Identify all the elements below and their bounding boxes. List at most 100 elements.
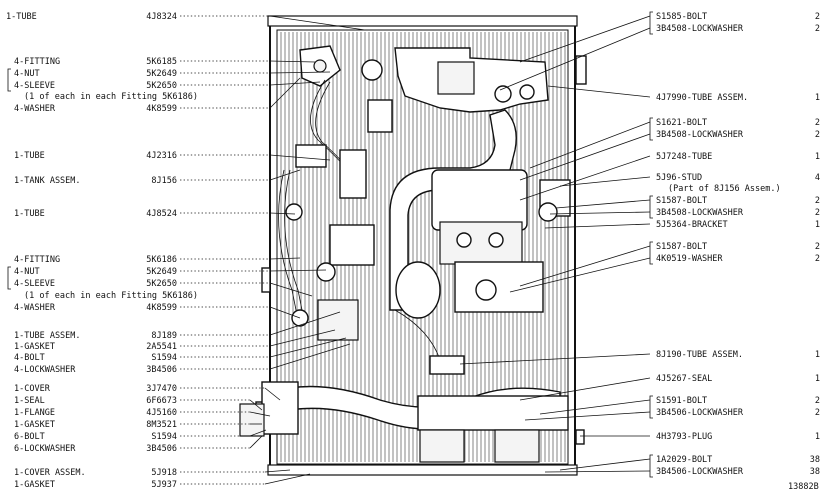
top-cap-strip (267, 15, 578, 27)
part-number: 4K8599 (146, 303, 177, 313)
left-callout-row: 1-TUBE ASSEM.8J189 (14, 331, 177, 341)
housing-port-2 (488, 232, 504, 248)
mid-left-fitting (295, 144, 327, 168)
left-callout-row: 1-TANK ASSEM.8J156 (14, 176, 177, 186)
leader-line (269, 282, 313, 297)
part-label: 4-BOLT (14, 353, 45, 363)
leader-line (544, 223, 651, 229)
part-label: 1-SEAL (14, 396, 45, 406)
part-label: 5J7248-TUBE (656, 152, 712, 162)
part-qty: 1 (815, 152, 820, 162)
leader-line (264, 469, 291, 473)
part-number: S1594 (151, 432, 177, 442)
leader-line (269, 15, 366, 31)
part-number: 3B4506 (146, 444, 177, 454)
part-number: 2A5541 (146, 342, 177, 352)
brace-r2 (649, 117, 653, 141)
housing-port-1 (456, 232, 472, 248)
leader-line (544, 470, 651, 473)
part-qty: 2 (815, 396, 820, 406)
part-qty: 2 (815, 254, 820, 264)
leader-line (249, 399, 263, 411)
right-mount-ear (575, 55, 587, 85)
leader-line (269, 311, 341, 336)
part-qty: 2 (815, 196, 820, 206)
part-label: 4-SLEEVE (14, 81, 55, 91)
part-label: 4-WASHER (14, 104, 56, 114)
part-label: 3B4508-LOCKWASHER (656, 24, 744, 34)
leader-line (459, 353, 651, 365)
part-qty: 1 (815, 350, 820, 360)
part-label: 4-WASHER (14, 303, 56, 313)
leader-line (269, 154, 331, 161)
left-callout-row: 4-SLEEVE 5K2650 (14, 81, 177, 91)
leader-line (264, 473, 311, 485)
part-label: 1-TUBE ASSEM. (14, 331, 81, 341)
left-callout-row: 6-BOLT S1594 (14, 432, 177, 442)
part-label: 3B4506-LOCKWASHER (656, 408, 744, 418)
part-label: 4-SLEEVE (14, 279, 55, 289)
central-housing (431, 169, 528, 231)
part-label: 5J96-STUD (656, 173, 702, 183)
leader-line (519, 15, 651, 63)
manifold-bolt-2 (519, 84, 535, 100)
part-label: 3B4506-LOCKWASHER (656, 467, 744, 477)
left-fitting-nut (285, 203, 303, 221)
leader-line (509, 257, 651, 293)
part-label: 1-COVER ASSEM. (14, 468, 86, 478)
long-tube (278, 169, 297, 311)
part-qty: 1 (815, 220, 820, 230)
leader-line (269, 212, 296, 215)
part-qty: 2 (815, 130, 820, 140)
part-label: 1-FLANGE (14, 408, 55, 418)
part-label: 1-GASKET (14, 480, 55, 490)
part-qty: 38 (810, 467, 820, 477)
part-number: 4J8524 (146, 209, 177, 219)
part-label: 1-TANK ASSEM. (14, 176, 81, 186)
part-note: (1 of each in each Fitting 5K6186) (24, 291, 198, 301)
part-qty: 2 (815, 12, 820, 22)
leader-line (269, 306, 301, 319)
part-label: 6-BOLT (14, 432, 45, 442)
part-number: S1594 (151, 353, 177, 363)
part-number: 5K2650 (146, 81, 177, 91)
part-note: (1 of each in each Fitting 5K6186) (24, 92, 198, 102)
right-callout-row: 5J7248-TUBE 1 (656, 152, 820, 162)
leader-line (555, 199, 651, 209)
part-number: 5J918 (151, 468, 177, 478)
part-qty: 2 (815, 408, 820, 418)
part-number: 5K6185 (146, 57, 177, 67)
left-block (329, 224, 375, 266)
part-label: 4J5267-SEAL (656, 374, 712, 384)
part-label: 4-FITTING (14, 255, 60, 265)
part-label: 4-NUT (14, 267, 40, 277)
leader-line (549, 211, 651, 215)
leader-line (547, 85, 651, 98)
leader-line (499, 27, 651, 91)
group-brace-upper (7, 68, 11, 92)
leader-line (269, 77, 301, 109)
part-label: 4-FITTING (14, 57, 60, 67)
right-callout-row: 8J190-TUBE ASSEM.1 (656, 350, 820, 360)
group-brace-lower (7, 266, 11, 290)
part-note: (Part of 8J156 Assem.) (668, 184, 781, 194)
leader-line (519, 155, 651, 201)
